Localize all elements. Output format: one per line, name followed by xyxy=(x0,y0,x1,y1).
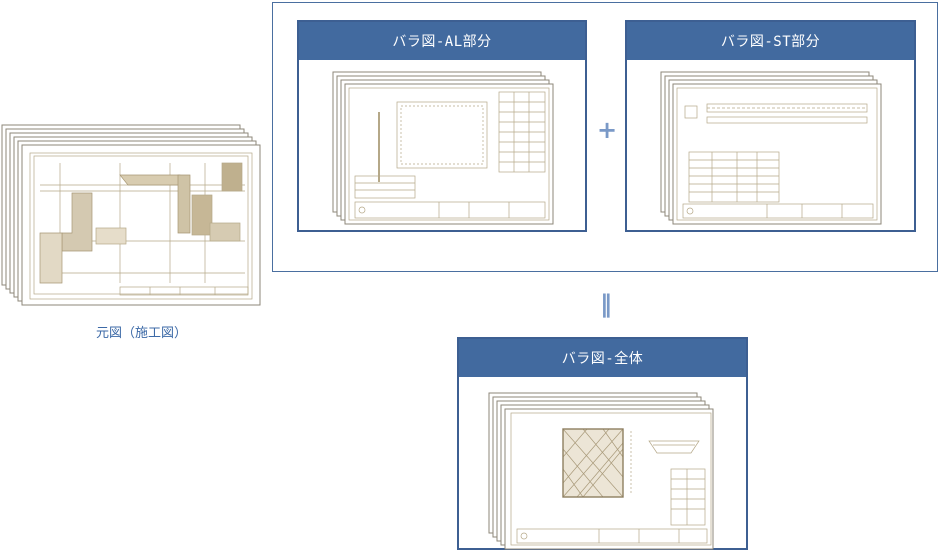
parts-group-frame xyxy=(272,2,938,272)
result-panel-title: バラ図-全体 xyxy=(459,339,746,377)
st-panel: バラ図-ST部分 xyxy=(625,20,916,232)
equals-operator: ‖ xyxy=(600,290,612,318)
st-drawing-stack xyxy=(660,71,882,225)
result-drawing-stack xyxy=(488,392,714,550)
original-caption: 元図（施工図） xyxy=(96,326,188,341)
plus-operator: + xyxy=(596,116,618,144)
original-drawing-stack xyxy=(0,123,265,308)
al-panel: バラ図-AL部分 xyxy=(297,20,587,232)
st-panel-title: バラ図-ST部分 xyxy=(627,22,914,60)
result-panel: バラ図-全体 xyxy=(457,337,748,550)
al-drawing-stack xyxy=(332,71,554,225)
original-drawing-sheet xyxy=(29,152,253,300)
al-panel-title: バラ図-AL部分 xyxy=(299,22,585,60)
